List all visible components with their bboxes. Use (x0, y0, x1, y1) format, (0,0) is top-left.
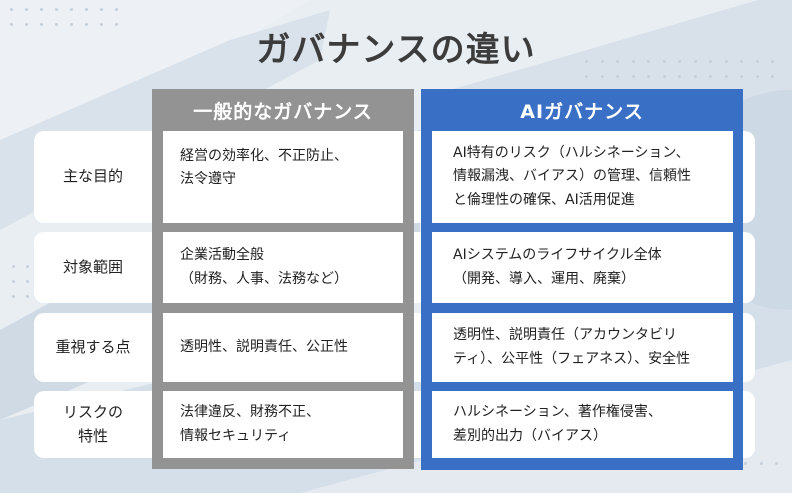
column-ai-governance: AIガバナンス AI特有のリスク（ハルシネーション、 情報漏洩、バイアス）の管理… (421, 89, 743, 470)
cell-ai-risk: ハルシネーション、著作権侵害、 差別的出力（バイアス） (432, 391, 733, 458)
cell-ai-purpose: AI特有のリスク（ハルシネーション、 情報漏洩、バイアス）の管理、信頼性 と倫理… (432, 131, 733, 223)
cell-general-scope: 企業活動全般 （財務、人事、法務など） (163, 232, 403, 303)
cell-general-purpose: 経営の効率化、不正防止、 法令遵守 (163, 131, 403, 223)
page-title: ガバナンスの違い (256, 30, 536, 70)
dot-pattern-top-right (585, 60, 787, 78)
row-label-scope: 対象範囲 (62, 257, 123, 276)
row-label-focus: 重視する点 (55, 337, 131, 356)
dot-pattern-top-left (10, 8, 130, 26)
column-header-ai: AIガバナンス (520, 100, 644, 123)
cell-general-risk: 法律違反、財務不正、 情報セキュリティ (163, 391, 403, 458)
cell-general-focus: 透明性、説明責任、公正性 (163, 313, 403, 382)
dot-pattern-left (12, 265, 40, 298)
column-general-governance: 一般的なガバナンス 経営の効率化、不正防止、 法令遵守 企業活動全般 （財務、人… (152, 89, 414, 469)
cell-ai-focus: 透明性、説明責任（アカウンタビリ ティ）、公平性（フェアネス）、安全性 (432, 313, 733, 382)
cell-ai-scope: AIシステムのライフサイクル全体 （開発、導入、運用、廃棄） (432, 232, 733, 303)
column-header-general: 一般的なガバナンス (193, 100, 373, 123)
row-label-purpose: 主な目的 (62, 167, 123, 186)
row-label-risk: リスクの 特性 (62, 403, 123, 445)
